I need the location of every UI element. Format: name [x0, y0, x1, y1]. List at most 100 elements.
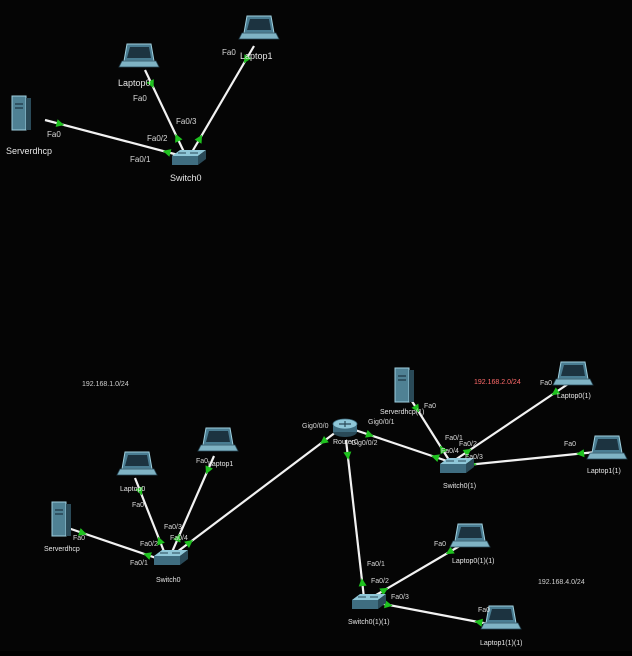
- device-label-laptop1: Laptop1: [208, 461, 233, 468]
- device-label-switch0-1-1: Switch0(1)(1): [348, 619, 390, 626]
- link-up-indicator: [157, 536, 165, 546]
- laptop-icon[interactable]: [197, 427, 239, 452]
- link-up-indicator: [365, 430, 374, 438]
- router-icon[interactable]: [332, 418, 358, 438]
- device-label-router0: Router0: [333, 439, 358, 446]
- device-label-switch0: Switch0: [170, 173, 202, 183]
- port-label: Fa0: [132, 502, 144, 509]
- link-up-indicator: [162, 149, 172, 157]
- port-label: Fa0/1: [367, 561, 385, 568]
- link-up-indicator: [445, 546, 455, 555]
- link-up-indicator: [551, 387, 561, 396]
- port-label: Fa0/3: [164, 524, 182, 531]
- device-label-laptop0-1: Laptop0(1): [557, 393, 591, 400]
- port-label: Fa0/2: [140, 541, 158, 548]
- link-up-indicator: [320, 436, 329, 444]
- switch-icon[interactable]: [351, 593, 387, 610]
- port-label: Fa0: [73, 535, 85, 542]
- link-up-indicator: [439, 445, 448, 455]
- laptop-icon[interactable]: [586, 435, 628, 460]
- bottom-topology: 192.168.1.0/24 192.168.2.0/24 192.168.4.…: [44, 361, 628, 647]
- device-label-serverdhcp: Serverdhcp: [44, 546, 80, 553]
- link-up-indicator: [78, 528, 87, 536]
- link-up-indicator: [474, 618, 483, 627]
- link-up-indicator: [462, 448, 472, 457]
- port-label: Gig0/0/0: [302, 423, 329, 430]
- port-label: Fa0/1: [130, 155, 151, 164]
- link-up-indicator: [175, 133, 183, 143]
- link-up-indicator: [358, 578, 367, 587]
- network-label-lower: 192.168.4.0/24: [538, 579, 585, 586]
- link-up-indicator: [173, 533, 181, 543]
- server-icon[interactable]: [11, 95, 32, 131]
- device-label-laptop0: Laptop0: [118, 78, 151, 88]
- link-up-indicator: [384, 600, 393, 609]
- laptop-icon[interactable]: [238, 15, 280, 40]
- link-up-indicator: [431, 454, 440, 462]
- link-status-layer: [55, 54, 585, 627]
- laptop-icon[interactable]: [118, 43, 160, 68]
- link-up-indicator: [243, 54, 252, 64]
- server-icon[interactable]: [394, 367, 415, 403]
- laptop-icon[interactable]: [552, 361, 594, 386]
- port-label: Fa0/2: [459, 441, 477, 448]
- link-up-indicator: [411, 403, 420, 413]
- link-laptop01-switch01[interactable]: [454, 383, 569, 461]
- switch-icon[interactable]: [171, 149, 207, 166]
- port-label: Fa0: [196, 458, 208, 465]
- port-label: Fa0/3: [176, 117, 197, 126]
- link-up-indicator: [379, 587, 389, 596]
- port-label: Fa0/2: [371, 578, 389, 585]
- port-label: Fa0: [564, 441, 576, 448]
- device-label-laptop0: Laptop0: [120, 486, 145, 493]
- links-layer: [44, 45, 597, 627]
- link-up-indicator: [194, 134, 203, 144]
- link-up-indicator: [576, 449, 585, 458]
- link-top-laptop1-switch[interactable]: [191, 45, 255, 153]
- laptop-icon[interactable]: [116, 451, 158, 476]
- port-label: Fa0/4: [441, 448, 459, 455]
- device-label-serverdhcp: Serverdhcp: [6, 146, 52, 156]
- port-label: Fa0: [540, 380, 552, 387]
- port-label: Fa0/3: [465, 454, 483, 461]
- device-label-laptop0-1-1: Laptop0(1)(1): [452, 558, 494, 565]
- network-label-right: 192.168.2.0/24: [474, 379, 521, 386]
- device-label-laptop1-1: Laptop1(1): [587, 468, 621, 475]
- port-label: Gig0/0/2: [351, 440, 378, 447]
- link-top-server-switch[interactable]: [44, 118, 183, 158]
- port-label: Fa0: [424, 403, 436, 410]
- link-up-indicator: [143, 552, 152, 560]
- port-label: Fa0/3: [391, 594, 409, 601]
- port-label: Fa0/1: [130, 560, 148, 567]
- port-label: Fa0/2: [147, 134, 168, 143]
- link-up-indicator: [343, 451, 352, 460]
- device-label-laptop1: Laptop1: [240, 51, 273, 61]
- server-icon[interactable]: [51, 501, 72, 537]
- port-label: Fa0/4: [170, 535, 188, 542]
- port-label: Fa0: [434, 541, 446, 548]
- link-up-indicator: [205, 465, 213, 475]
- laptop-icon[interactable]: [449, 523, 491, 548]
- link-up-indicator: [135, 486, 143, 496]
- link-up-indicator: [184, 540, 193, 548]
- network-label-left: 192.168.1.0/24: [82, 381, 129, 388]
- device-label-switch0-1: Switch0(1): [443, 483, 476, 490]
- link-up-indicator: [146, 79, 154, 89]
- port-label: Gig0/0/1: [368, 419, 395, 426]
- link-router-switch011[interactable]: [344, 439, 366, 599]
- link-laptop111-switch011[interactable]: [372, 600, 495, 627]
- port-label: Fa0: [222, 48, 236, 57]
- port-label: Fa0: [47, 130, 61, 139]
- device-label-switch0: Switch0: [156, 577, 181, 584]
- switch-icon[interactable]: [153, 549, 189, 566]
- device-label-serverdhcp-1: Serverdhcp(1): [380, 409, 424, 416]
- port-label: Fa0: [478, 607, 490, 614]
- port-label: Fa0: [133, 94, 147, 103]
- link-laptop11-switch01[interactable]: [456, 450, 597, 468]
- top-topology: Laptop0 Laptop1 Serverdhcp Switch0 Fa0 F…: [6, 15, 280, 183]
- port-label: Fa0/1: [445, 435, 463, 442]
- link-up-indicator: [55, 119, 65, 127]
- link-router-switch0[interactable]: [176, 431, 337, 553]
